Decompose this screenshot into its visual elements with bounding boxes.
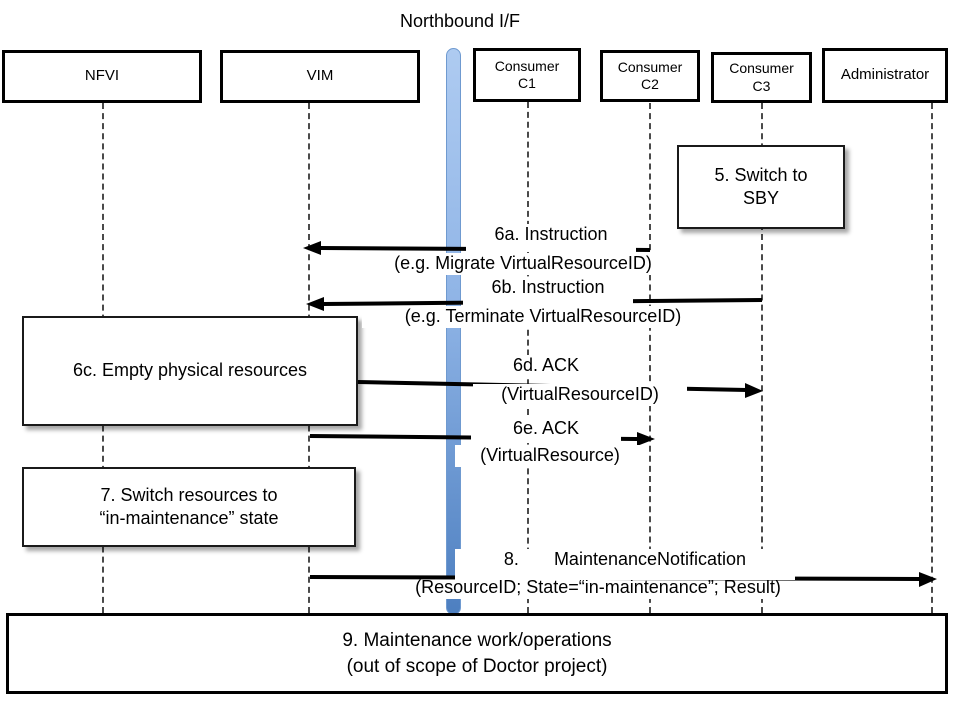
- message-8-title: 8. MaintenanceNotification: [455, 549, 795, 580]
- actor-box-consumer-c3: Consumer C3: [711, 52, 812, 103]
- actor-label: VIM: [306, 67, 334, 85]
- note-line: 9. Maintenance work/operations: [342, 629, 612, 651]
- actor-label: Consumer: [617, 58, 683, 75]
- note-box-7-switch-resources: 7. Switch resources to “in-maintenance” …: [22, 467, 356, 547]
- note-line: 6c. Empty physical resources: [72, 360, 308, 381]
- actor-box-vim: VIM: [220, 50, 420, 103]
- actor-box-consumer-c2: Consumer C2: [600, 50, 700, 102]
- note-line: 5. Switch to: [714, 164, 808, 185]
- note-box-6c-empty-physical-resources: 6c. Empty physical resources: [22, 316, 358, 426]
- note-line: “in-maintenance” state: [99, 508, 279, 528]
- northbound-if-bar: [446, 48, 461, 615]
- actor-label: NFVI: [84, 67, 120, 85]
- actor-label: Consumer: [729, 60, 794, 76]
- note-box-5-switch-to-sby: 5. Switch to SBY: [677, 145, 845, 229]
- lifeline-consumer-c3: [761, 103, 763, 613]
- actor-box-administrator: Administrator: [822, 48, 948, 103]
- message-6a-title: 6a. Instruction: [466, 224, 636, 252]
- note-box-9-maintenance-work: 9. Maintenance work/operations (out of s…: [6, 613, 948, 694]
- note-line: (out of scope of Doctor project): [346, 655, 608, 677]
- message-6e-title: 6e. ACK: [471, 418, 621, 443]
- actor-box-nfvi: NFVI: [2, 50, 202, 103]
- actor-label: Administrator: [840, 66, 930, 84]
- actor-box-consumer-c1: Consumer C1: [473, 48, 581, 102]
- diagram-title: Northbound I/F: [399, 11, 521, 31]
- message-6d-title: 6d. ACK: [471, 355, 621, 377]
- actor-sublabel: C3: [752, 77, 771, 94]
- message-8-params: (ResourceID; State=“in-maintenance”; Res…: [388, 577, 808, 599]
- note-line: 7. Switch resources to: [100, 484, 278, 505]
- actor-label: Consumer: [494, 57, 560, 74]
- lifeline-consumer-c2: [649, 103, 651, 613]
- message-6d-params: (VirtualResourceID): [473, 384, 687, 406]
- message-6e-params: (VirtualResource): [455, 445, 645, 467]
- message-6b-params: (e.g. Terminate VirtualResourceID): [362, 306, 724, 328]
- message-6a-params: (e.g. Migrate VirtualResourceID): [358, 253, 688, 275]
- message-6b-title: 6b. Instruction: [463, 277, 633, 306]
- note-line: SBY: [742, 188, 780, 208]
- lifeline-administrator: [931, 103, 933, 613]
- actor-sublabel: C2: [641, 76, 659, 92]
- actor-sublabel: C1: [518, 75, 536, 91]
